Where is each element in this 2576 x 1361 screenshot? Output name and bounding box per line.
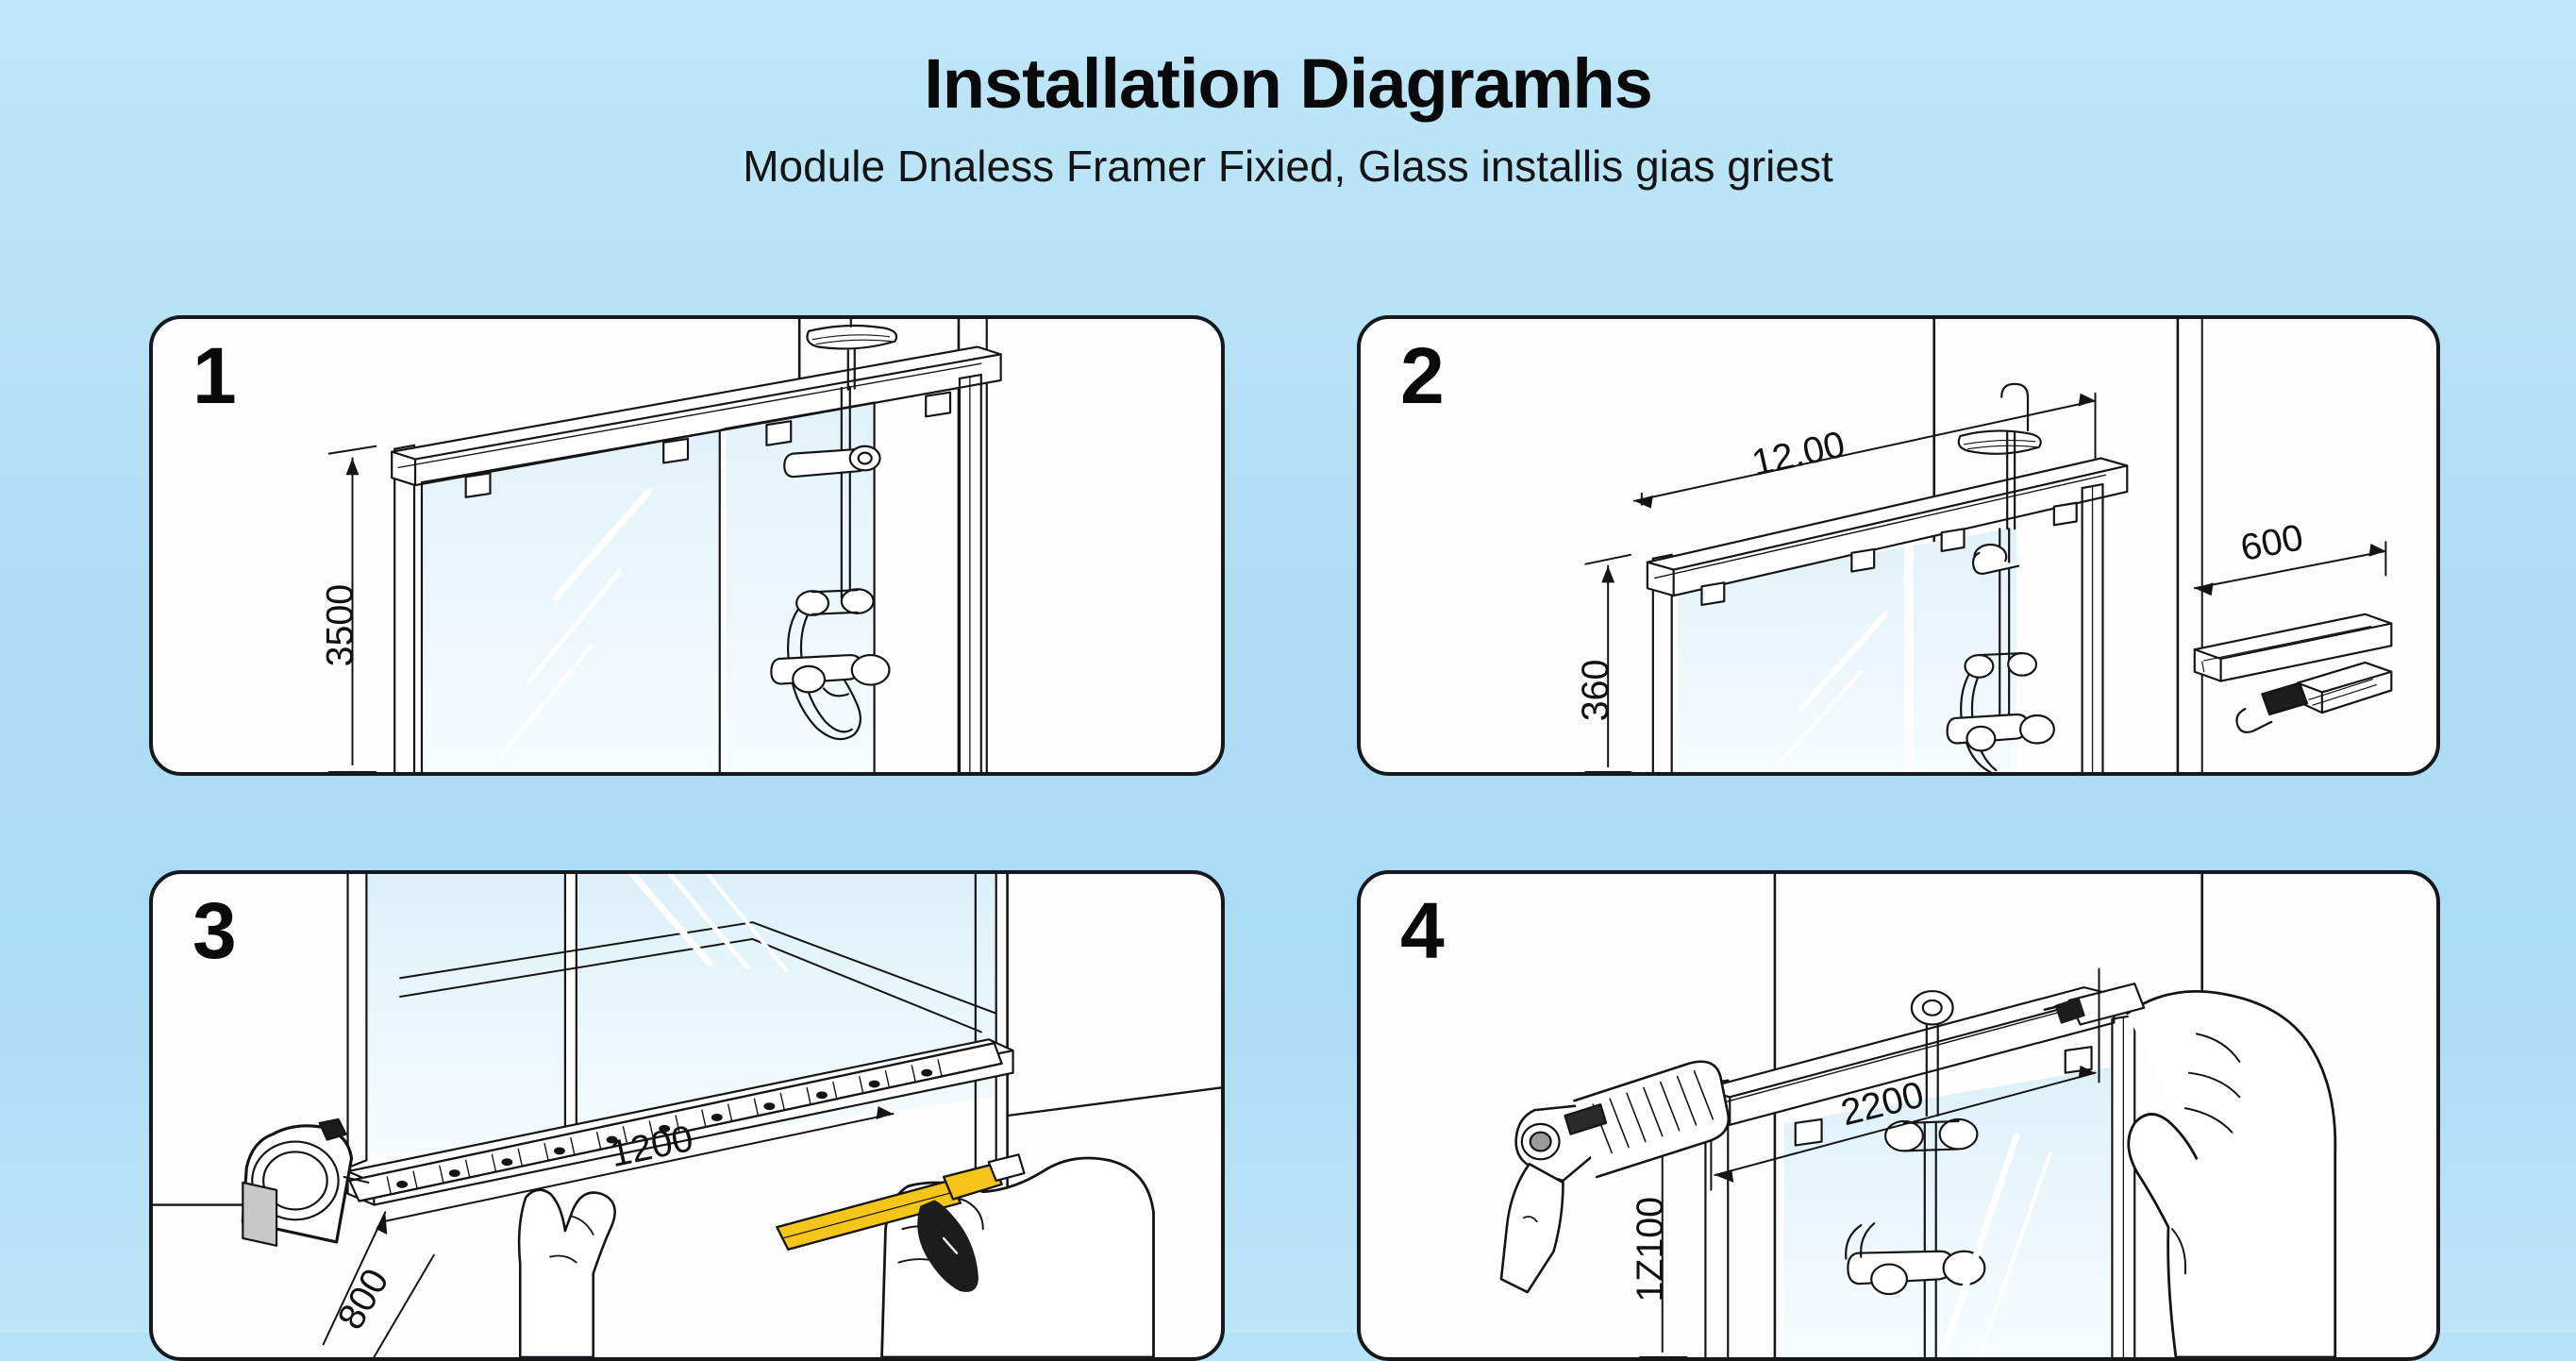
dimension-label-12: 12.00	[1748, 424, 1849, 484]
page-title: Installation Diagramhs	[924, 44, 1653, 123]
dimension-label-3500: 3500	[319, 584, 360, 667]
dimension-label-800: 800	[329, 1262, 396, 1336]
dimension-label-360: 360	[1575, 660, 1616, 722]
panel-number-3: 3	[192, 886, 237, 975]
page-header: Installation Diagramhs Module Dnaless Fr…	[0, 0, 2576, 192]
diagram-panel-3: 3	[149, 870, 1225, 1361]
panel-number-1: 1	[192, 331, 237, 420]
panel-3-illustration: 1200 800	[153, 874, 1221, 1357]
dimension-label-1z100: 1Z100	[1630, 1197, 1671, 1302]
panel-number-2: 2	[1400, 331, 1445, 420]
diagram-panel-1: 1	[149, 315, 1225, 776]
panel-number-4: 4	[1400, 886, 1445, 975]
panel-4-illustration: 2200 1Z100	[1499, 874, 2337, 1357]
panel-1-illustration: 3500	[319, 319, 1002, 772]
diagram-panel-2: 2	[1357, 315, 2440, 776]
dimension-label-600: 600	[2237, 516, 2306, 569]
page-subtitle: Module Dnaless Framer Fixied, Glass inst…	[743, 142, 1833, 191]
panel-2-illustration: 12.00 360 600	[1575, 319, 2393, 772]
diagram-panel-4: 4	[1357, 870, 2440, 1361]
